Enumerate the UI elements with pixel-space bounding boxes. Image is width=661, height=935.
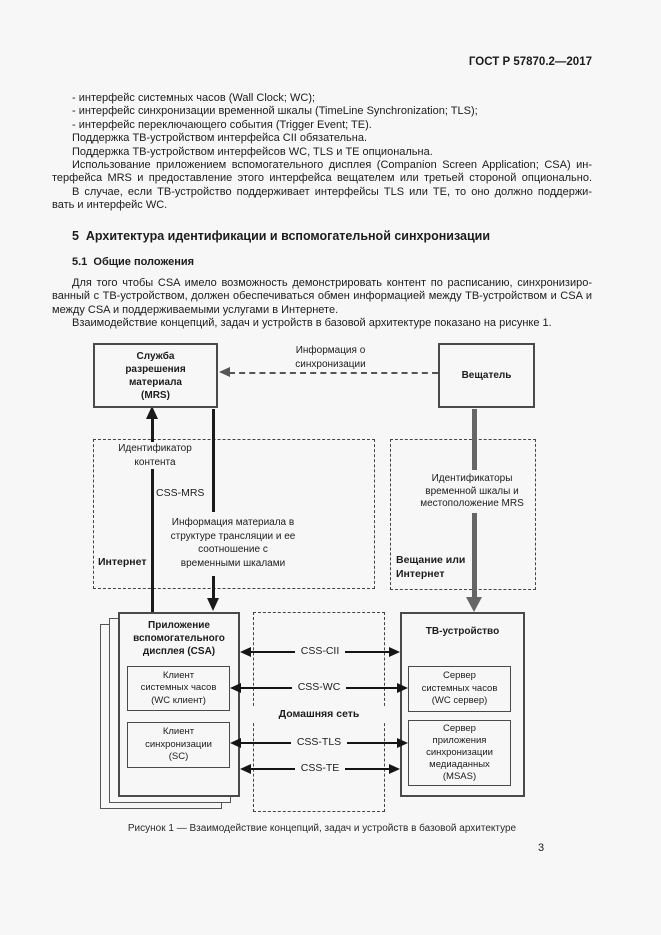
arrow-line xyxy=(347,741,397,744)
text-line: - интерфейс системных часов (Wall Clock;… xyxy=(72,92,316,104)
figure-caption: Рисунок 1 — Взаимодействие концепций, за… xyxy=(127,823,517,834)
broadcaster-box-title: Вещатель xyxy=(461,370,512,381)
section-heading: 5 Архитектура идентификации и вспомогате… xyxy=(72,229,491,243)
home-network-label: Домашняя сеть xyxy=(253,708,385,722)
wc-server-box-label: Сервер системных часов (WC сервер) xyxy=(421,670,498,707)
arrow-line xyxy=(345,767,390,770)
arrowhead-right-icon xyxy=(397,737,408,748)
page-number: 3 xyxy=(538,842,545,854)
text-line: вать и интерфейс WC. xyxy=(52,199,168,212)
css-tls-label: CSS-TLS xyxy=(290,736,348,749)
wc-client-box: Клиент системных часов (WC клиент) xyxy=(127,666,230,711)
text-line: Поддержка ТВ-устройством интерфейса CII … xyxy=(72,132,368,145)
doc-code-header: ГОСТ Р 57870.2—2017 xyxy=(468,56,592,68)
sync-info-dashed-line xyxy=(229,372,438,374)
arrow-line xyxy=(241,741,291,744)
arrow-line xyxy=(251,767,295,770)
mrs-response-line-lower xyxy=(212,576,215,599)
internet-region-box xyxy=(93,439,375,589)
arrowhead-left-icon xyxy=(240,763,251,774)
css-cii-label: CSS-CII xyxy=(294,645,346,658)
text-line: - интерфейс переключающего события (Trig… xyxy=(72,118,372,131)
arrowhead-right-icon xyxy=(389,646,401,657)
intro-block: - интерфейс системных часов (Wall Clock;… xyxy=(52,92,592,213)
arrowhead-right-icon xyxy=(389,763,401,774)
text-line: Использование приложением вспомогательно… xyxy=(72,159,592,172)
broadcast-line-lower xyxy=(472,513,477,598)
text-line: терфейса MRS и предоставление этого инте… xyxy=(52,172,592,185)
css-mrs-request-line xyxy=(151,419,154,612)
paragraph-2: Взаимодействие концепций, задач и устрой… xyxy=(72,317,552,329)
text-line: В случае, если ТВ-устройство поддерживае… xyxy=(72,185,592,198)
msas-box-label: Сервер приложения синхронизации медиадан… xyxy=(426,723,493,782)
csa-box-title: Приложение вспомогательного дисплея (CSA… xyxy=(133,620,225,657)
text-line: ванный с ТВ-устройством, должен обеспечи… xyxy=(52,290,592,303)
sc-box: Клиент синхронизации (SC) xyxy=(127,722,230,768)
broadcast-or-internet-label: Вещание или Интернет xyxy=(396,553,466,581)
tv-box-title: ТВ-устройство xyxy=(425,626,500,637)
css-te-label: CSS-TE xyxy=(294,762,346,775)
arrowhead-right-icon xyxy=(397,682,408,693)
content-id-label: Идентификатор контента xyxy=(105,442,205,469)
arrow-line xyxy=(251,650,295,653)
css-wc-label: CSS-WC xyxy=(291,681,347,694)
text-line: Для того чтобы CSA имело возможность дем… xyxy=(72,277,592,289)
paragraph-1: Для того чтобы CSA имело возможность дем… xyxy=(52,277,592,317)
wc-server-box: Сервер системных часов (WC сервер) xyxy=(408,666,511,712)
material-info-label: Информация материала в структуре трансля… xyxy=(162,516,304,570)
broadcaster-box: Вещатель xyxy=(438,343,535,408)
subsection-heading: 5.1 Общие положения xyxy=(72,256,195,268)
mrs-box: Служба разрешения материала (MRS) xyxy=(93,343,218,408)
css-te-arrow: CSS-TE xyxy=(240,762,401,775)
css-mrs-label: CSS-MRS xyxy=(156,487,205,501)
broadcast-line-upper xyxy=(472,409,477,470)
msas-box: Сервер приложения синхронизации медиадан… xyxy=(408,720,511,786)
arrow-line xyxy=(346,686,397,689)
arrow-line xyxy=(241,686,292,689)
css-cii-arrow: CSS-CII xyxy=(240,645,401,658)
broadcast-internet-region-box xyxy=(390,439,536,590)
css-tls-arrow: CSS-TLS xyxy=(230,736,408,749)
internet-label: Интернет xyxy=(98,556,147,570)
sync-info-label: Информация о синхронизации xyxy=(258,344,403,371)
arrowhead-down-icon xyxy=(207,598,219,611)
text-line: между CSA и поддерживаемыми услугами в И… xyxy=(52,303,339,316)
text-line: Поддержка ТВ-устройством интерфейсов WC,… xyxy=(72,145,433,158)
timeline-ids-label: Идентификаторы временной шкалы и местопо… xyxy=(412,473,532,511)
mrs-box-title: Служба разрешения материала (MRS) xyxy=(125,351,186,401)
mrs-response-line-upper xyxy=(212,409,215,512)
sc-box-label: Клиент синхронизации (SC) xyxy=(145,726,212,763)
arrowhead-down-gray-icon xyxy=(466,597,482,612)
wc-client-box-label: Клиент системных часов (WC клиент) xyxy=(140,669,217,706)
text-line: - интерфейс синхронизации временной шкал… xyxy=(72,105,478,118)
arrowhead-left-icon xyxy=(240,646,251,657)
arrow-line xyxy=(345,650,390,653)
arrowhead-left-icon xyxy=(230,682,241,693)
arrowhead-up-icon xyxy=(146,406,158,419)
css-wc-arrow: CSS-WC xyxy=(230,681,408,694)
arrowhead-left-icon xyxy=(230,737,241,748)
arrowhead-left-dashed-icon xyxy=(219,367,230,377)
